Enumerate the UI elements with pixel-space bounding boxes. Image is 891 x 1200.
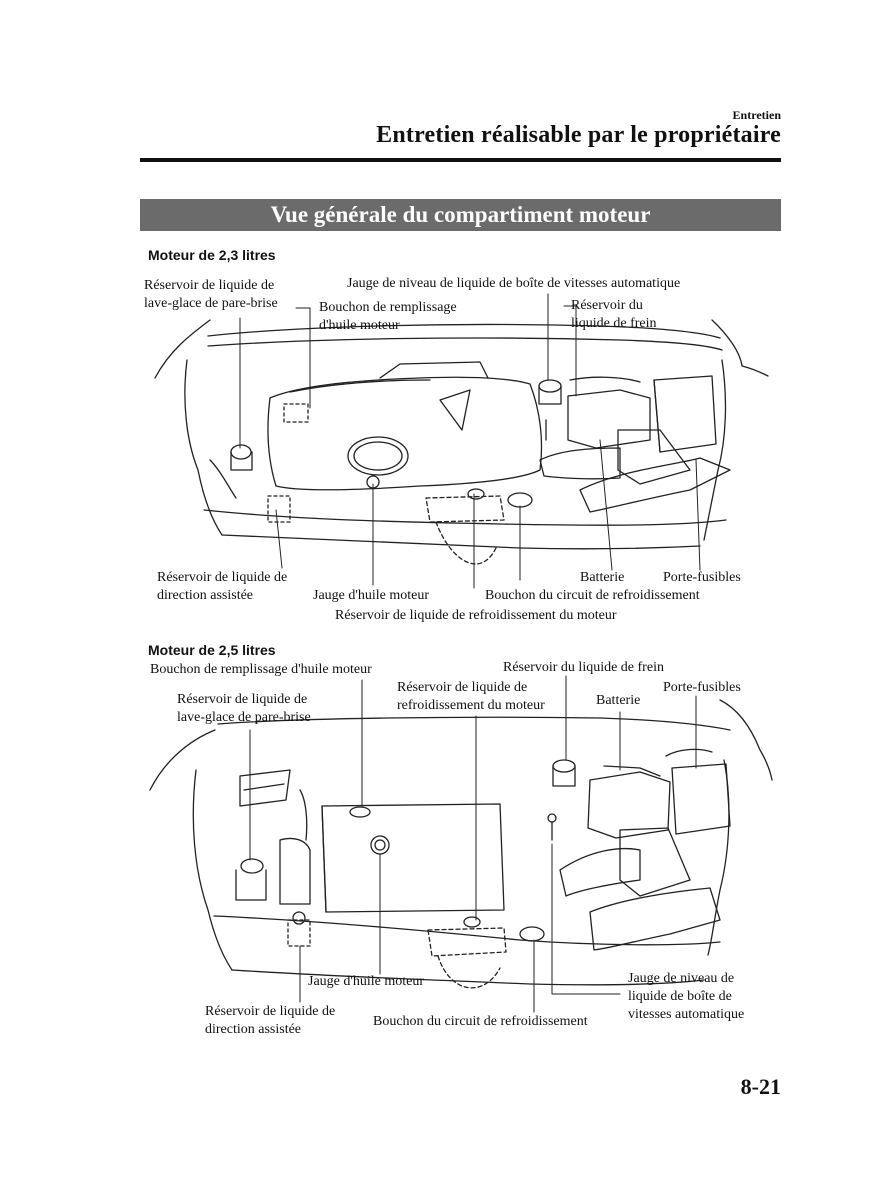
label-line: Réservoir du: [571, 298, 643, 313]
label-line: direction assistée: [205, 1022, 302, 1037]
label-battery: Batterie: [580, 570, 625, 585]
label-line: refroidissement du moteur: [397, 698, 545, 713]
label-coolant-cap: Bouchon du circuit de refroidissement: [485, 588, 700, 603]
label-line: Jauge de niveau de: [628, 971, 735, 986]
label-line: lave-glace de pare-brise: [144, 296, 278, 311]
label-brake-reservoir: Réservoir du liquide de frein: [503, 660, 664, 675]
engine-bay-2-3-drawing: [154, 319, 769, 565]
label-brake-reservoir: Réservoir du liquide de frein: [571, 297, 657, 333]
label-fuse-box: Porte-fusibles: [663, 570, 741, 585]
label-fuse-box: Porte-fusibles: [663, 680, 741, 695]
label-power-steering-reservoir: Réservoir de liquide de direction assist…: [205, 1003, 335, 1039]
label-line: Réservoir de liquide de: [157, 570, 288, 585]
label-line: Bouchon de remplissage: [319, 300, 457, 315]
label-battery: Batterie: [596, 693, 641, 708]
label-line: Réservoir de liquide de: [177, 692, 308, 707]
section-banner: Vue générale du compartiment moteur: [140, 199, 781, 231]
label-atf-dipstick: Jauge de niveau de liquide de boîte de v…: [628, 970, 744, 1024]
label-line: Réservoir de liquide de: [144, 278, 275, 293]
label-coolant-cap: Bouchon du circuit de refroidissement: [373, 1014, 588, 1029]
label-oil-dipstick: Jauge d'huile moteur: [308, 974, 425, 989]
label-washer-reservoir: Réservoir de liquide de lave-glace de pa…: [177, 691, 311, 727]
engine-bay-2-5-drawing: [149, 699, 773, 989]
label-atf-dipstick: Jauge de niveau de liquide de boîte de v…: [347, 276, 681, 291]
label-oil-dipstick: Jauge d'huile moteur: [313, 588, 430, 603]
diagram2-heading: Moteur de 2,5 litres: [148, 642, 276, 658]
label-line: direction assistée: [157, 588, 254, 603]
title-rule: [140, 158, 781, 162]
label-line: Réservoir de liquide de: [205, 1004, 336, 1019]
label-power-steering-reservoir: Réservoir de liquide de direction assist…: [157, 569, 287, 605]
leader-lines-2-5: [249, 675, 697, 1013]
chapter-title: Entretien réalisable par le propriétaire: [376, 122, 781, 148]
label-coolant-reservoir: Réservoir de liquide de refroidissement …: [397, 679, 545, 715]
page-number: 8-21: [740, 1074, 781, 1099]
label-oil-filler-cap: Bouchon de remplissage d'huile moteur: [150, 662, 372, 677]
label-coolant-reservoir: Réservoir de liquide de refroidissement …: [335, 608, 617, 623]
leader-lines-2-3: [239, 293, 701, 589]
section-label: Entretien: [732, 108, 781, 122]
label-line: liquide de boîte de: [628, 989, 732, 1004]
label-line: Réservoir de liquide de: [397, 680, 528, 695]
label-oil-filler-cap: Bouchon de remplissage d'huile moteur: [319, 299, 457, 335]
label-washer-reservoir: Réservoir de liquide de lave-glace de pa…: [144, 277, 278, 313]
label-line: vitesses automatique: [628, 1007, 745, 1022]
label-line: d'huile moteur: [319, 318, 400, 333]
diagram1-heading: Moteur de 2,3 litres: [148, 247, 276, 263]
label-line: lave-glace de pare-brise: [177, 710, 311, 725]
label-line: liquide de frein: [571, 316, 657, 331]
